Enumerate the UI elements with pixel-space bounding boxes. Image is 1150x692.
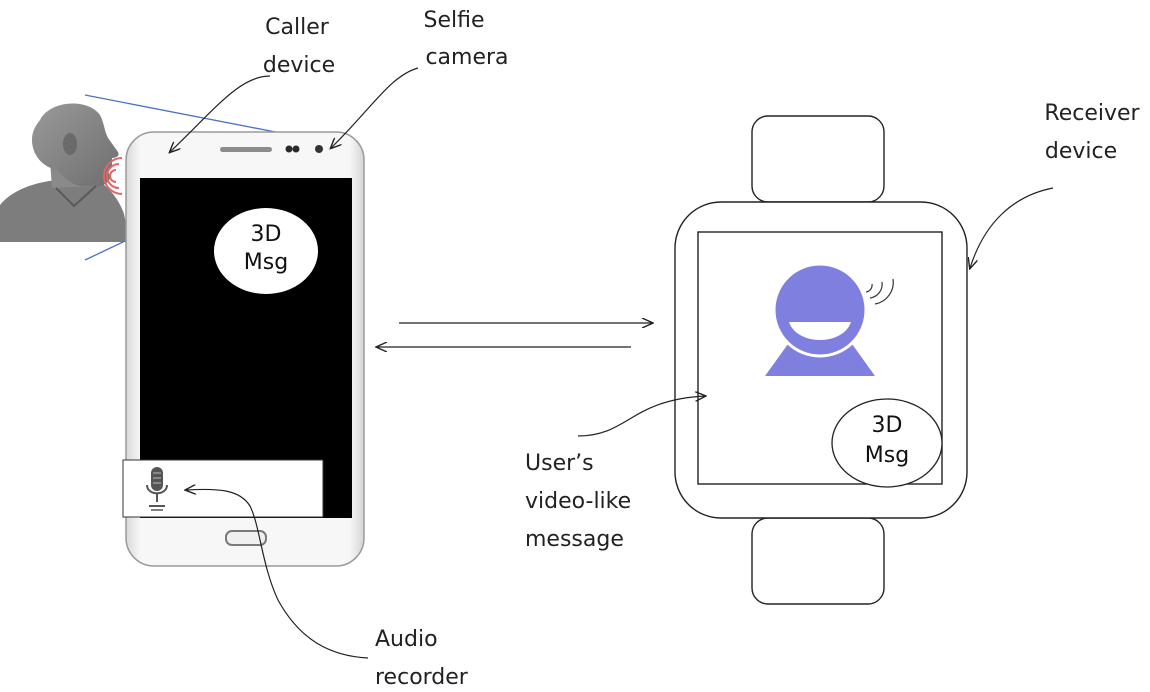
watch-bottom-strap — [751, 517, 885, 605]
audio-recorder-callout — [186, 489, 369, 659]
microphone-icon — [146, 467, 168, 511]
svg-text:Selfie: Selfie — [423, 8, 484, 33]
watch-3d-msg-bubble: 3D Msg — [831, 398, 943, 488]
home-button — [225, 530, 267, 546]
svg-text:Receiver: Receiver — [1044, 101, 1140, 126]
watch-bubble-line2: Msg — [865, 443, 909, 468]
person-speaking-icon — [0, 100, 148, 242]
svg-text:camera: camera — [425, 45, 508, 70]
user-message-label: User’s video-like message — [525, 451, 631, 552]
selfie-camera — [315, 145, 323, 153]
svg-text:recorder: recorder — [375, 665, 469, 690]
user-message-callout — [577, 396, 705, 437]
watch-bubble-line1: 3D — [872, 413, 903, 438]
selfie-camera-callout — [331, 67, 419, 148]
avatar-icon — [765, 262, 875, 376]
selfie-camera-label: Selfie camera — [423, 8, 508, 70]
receiver-device-callout — [970, 187, 1054, 268]
proximity-sensor — [285, 145, 293, 153]
earpiece — [220, 147, 272, 152]
phone-3d-msg-bubble: 3D Msg — [214, 208, 318, 294]
svg-text:video-like: video-like — [525, 489, 631, 514]
receiver-device-label: Receiver device — [1044, 101, 1140, 164]
watch-top-strap — [751, 115, 885, 203]
audio-recorder-label: Audio recorder — [375, 627, 469, 690]
svg-text:message: message — [525, 527, 624, 552]
phone-bubble-line1: 3D — [251, 222, 282, 247]
caller-device-label: Caller device — [263, 15, 335, 78]
sound-waves-icon — [865, 278, 894, 305]
svg-text:Audio: Audio — [375, 627, 438, 652]
svg-text:Caller: Caller — [265, 15, 330, 40]
svg-text:device: device — [263, 53, 335, 78]
speech-waves-icon — [103, 157, 123, 195]
svg-text:User’s: User’s — [525, 451, 594, 476]
phone-bubble-line2: Msg — [244, 250, 288, 275]
caller-device-callout — [170, 75, 271, 152]
svg-text:device: device — [1045, 139, 1117, 164]
